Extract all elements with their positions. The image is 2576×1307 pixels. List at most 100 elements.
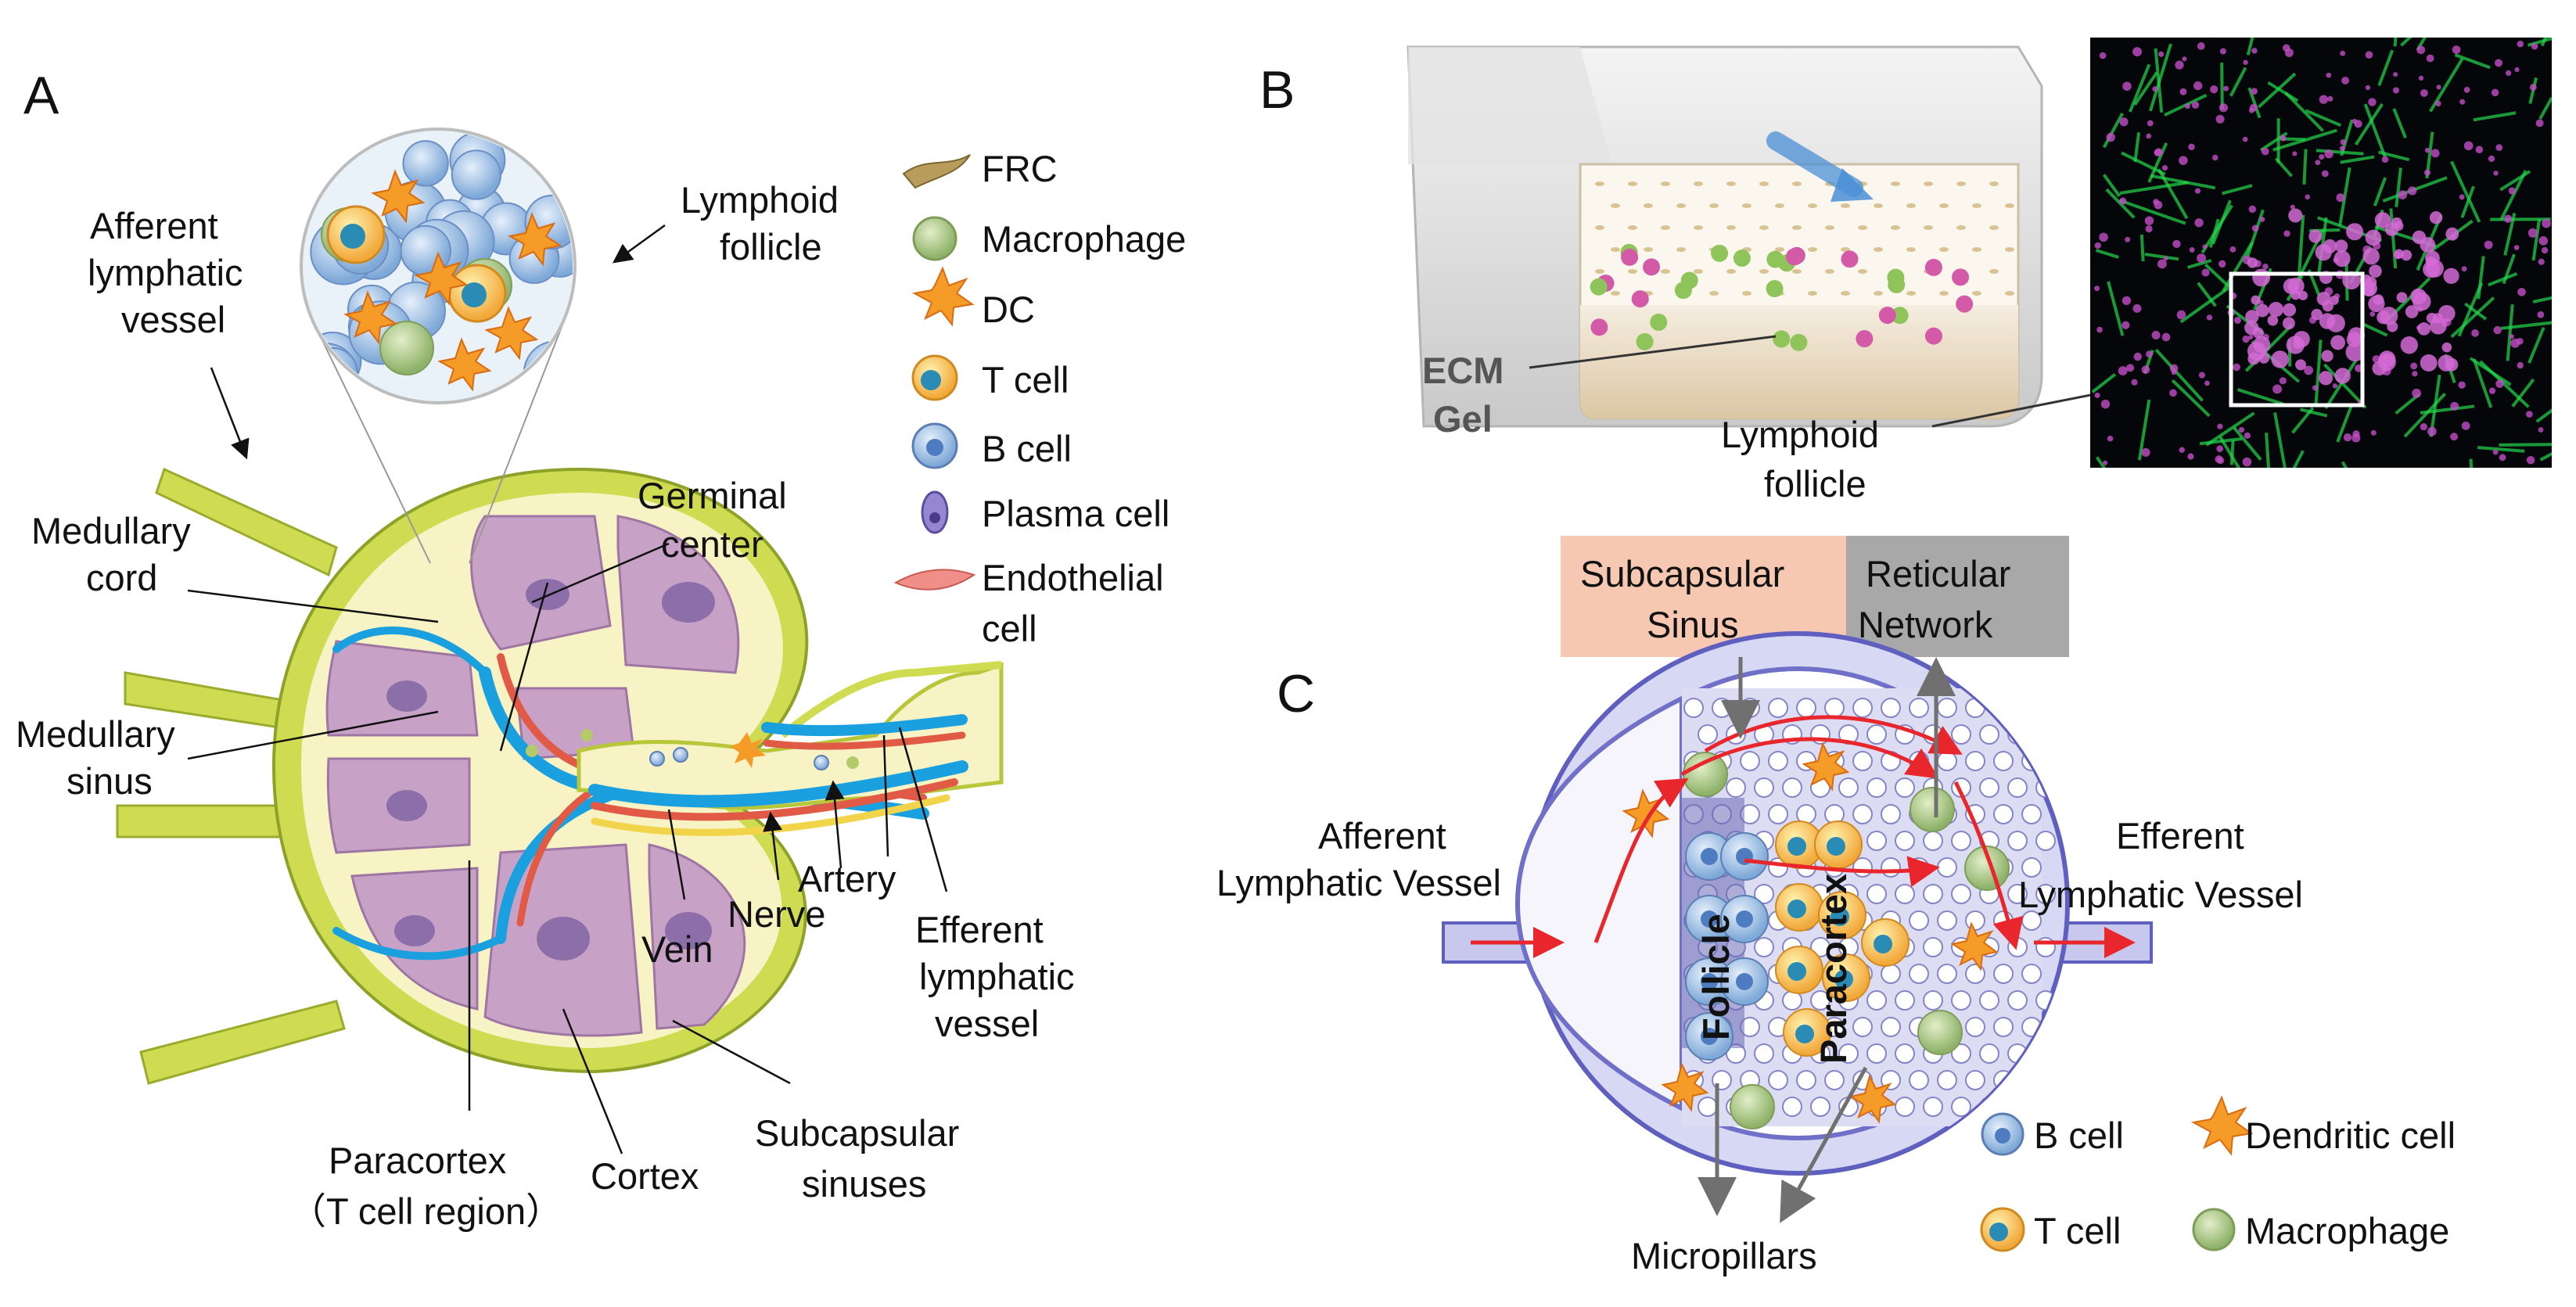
gfp-fiber — [2157, 168, 2189, 220]
gfp-fiber — [2499, 443, 2552, 447]
zoom-dendritic-cell — [437, 337, 492, 392]
follicle-cluster-cell — [2315, 243, 2332, 261]
micropillar — [2021, 804, 2042, 824]
nucleus-dot — [2284, 48, 2294, 58]
pillar-dot — [1858, 269, 1867, 274]
pillar-dot — [1939, 247, 1949, 252]
efferent-label-2: lymphatic — [919, 956, 1075, 997]
gfp-fiber — [2500, 320, 2552, 330]
nucleus-dot — [2122, 321, 2130, 329]
nucleus-dot — [2243, 59, 2248, 65]
gfp-fiber — [2246, 38, 2264, 56]
micropillar — [1937, 857, 1957, 878]
pillar-dot — [1775, 203, 1784, 208]
gfp-fiber — [2499, 170, 2527, 221]
micropillar — [1993, 698, 2014, 718]
nucleus-dot — [2412, 388, 2422, 398]
follicle-label-1: Lymphoid — [681, 179, 839, 221]
chip-b-cell-nucleus — [1701, 1028, 1718, 1045]
nucleus-dot — [2179, 88, 2187, 95]
nucleus-dot — [2215, 114, 2225, 124]
nucleus-dot — [2217, 423, 2223, 429]
gfp-fiber — [2128, 63, 2151, 113]
nucleus-dot — [2126, 364, 2135, 372]
follicle-c-label: Follicle — [1695, 914, 1737, 1040]
artery-label: Artery — [798, 858, 896, 899]
nucleus-dot — [2099, 52, 2107, 59]
nucleus-dot — [2381, 156, 2389, 163]
panel-a: A — [16, 66, 1186, 1232]
nucleus-dot — [2261, 147, 2269, 156]
panel-c: C Subcapsular Sinus Reticular Network — [1216, 536, 2456, 1276]
nucleus-dot — [2187, 453, 2194, 460]
nucleus-dot — [2475, 145, 2484, 154]
follicle-cluster-cell — [2401, 250, 2413, 261]
nucleus-dot — [2122, 81, 2132, 92]
gfp-fiber — [2149, 43, 2172, 112]
reticular-network-box — [1846, 536, 2069, 657]
panel-a-labels: Afferent lymphatic vessel Lymphoid folli… — [16, 179, 1075, 1232]
pillar-dot — [1694, 269, 1703, 274]
gfp-fiber — [2222, 184, 2253, 196]
pillar-dot — [1972, 203, 1981, 208]
micropillar — [1937, 698, 1957, 718]
nucleus-dot — [2416, 45, 2426, 55]
gfp-fiber — [2527, 326, 2545, 364]
chip-b-cell-nucleus — [1701, 973, 1718, 990]
nucleus-dot — [2251, 88, 2258, 95]
nucleus-dot — [2484, 240, 2493, 250]
gel-cell — [1680, 271, 1698, 289]
nucleus-dot — [2420, 422, 2427, 431]
gfp-fiber — [2204, 263, 2232, 289]
gfp-fiber — [2095, 456, 2118, 468]
nucleus-dot — [2365, 51, 2373, 59]
nucleus-dot — [2158, 51, 2165, 57]
nucleus-dot — [2176, 310, 2186, 320]
micropillar — [1965, 1017, 1985, 1037]
gel-cell — [1952, 268, 1970, 286]
nucleus-dot — [2495, 379, 2504, 388]
micropillar — [2007, 937, 2028, 957]
micropillar — [1866, 777, 1887, 798]
germinal-label-2: center — [661, 523, 763, 565]
efferent-label-1: Efferent — [915, 909, 1044, 950]
nucleus-dot — [2244, 432, 2251, 440]
nucleus-dot — [2491, 88, 2499, 97]
nucleus-dot — [2189, 246, 2195, 253]
micropillar — [1768, 698, 1788, 718]
zoom-inset — [300, 127, 577, 564]
nucleus-dot — [2527, 228, 2538, 238]
nucleus-dot — [2184, 103, 2190, 110]
gfp-fiber — [2385, 277, 2431, 322]
nucleus-dot — [2450, 433, 2459, 441]
pillar-dot — [1825, 225, 1834, 230]
afferent-label-2: lymphatic — [88, 252, 243, 293]
nucleus-dot — [2146, 133, 2152, 139]
gfp-fiber — [2150, 174, 2216, 190]
nucleus-dot — [2125, 236, 2131, 242]
efferent-c-label-2: Lymphatic Vessel — [2018, 874, 2303, 915]
nucleus-dot — [2242, 136, 2248, 142]
micropillar — [1824, 1070, 1845, 1090]
micropillar — [2035, 724, 2056, 745]
follicle-cluster-cell — [2425, 256, 2437, 268]
nucleus-dot — [2259, 217, 2265, 222]
pillar-dot — [1595, 181, 1604, 186]
nucleus-dot — [2493, 171, 2499, 176]
gfp-fiber — [2373, 177, 2387, 206]
nucleus-dot — [2290, 204, 2295, 210]
pillar-dot — [1611, 203, 1620, 208]
nucleus-dot — [2119, 197, 2127, 205]
pillar-dot — [1661, 225, 1670, 230]
follicle-cluster-cell — [2420, 354, 2438, 372]
micropillar — [1740, 698, 1760, 718]
micropillar — [1993, 751, 2014, 771]
nucleus-dot — [2161, 164, 2168, 171]
nucleus-dot — [2340, 138, 2347, 145]
follicle-cluster-cell — [2377, 311, 2391, 325]
dendritic-cell-icon — [912, 266, 975, 327]
gfp-fiber — [2219, 436, 2258, 468]
nucleus-dot — [2351, 118, 2358, 124]
micropillar — [1768, 1070, 1788, 1090]
